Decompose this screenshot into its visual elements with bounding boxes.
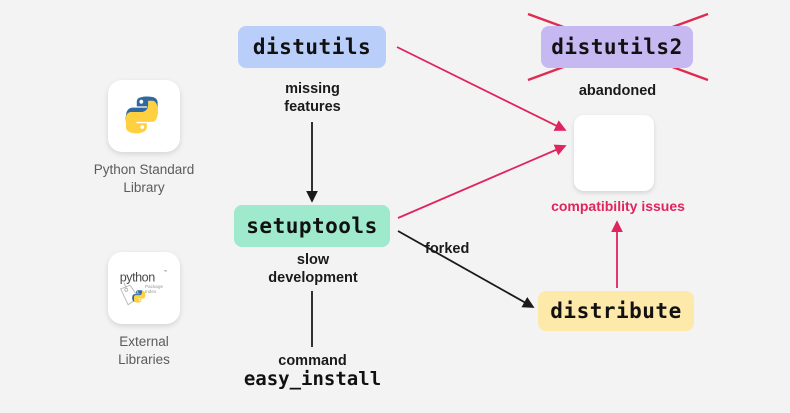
node-blank-placeholder[interactable]	[574, 115, 654, 191]
sidebar-item-label-external-libraries: External Libraries	[118, 334, 170, 367]
svg-text:™: ™	[163, 269, 167, 274]
sidebar-item-python-standard-library[interactable]: Python Standard Library	[64, 80, 224, 196]
label-easy-install: easy_install	[243, 368, 382, 390]
label-abandoned: abandoned	[578, 83, 657, 99]
svg-text:Index: Index	[145, 289, 157, 294]
label-compatibility-issues: compatibility issues	[551, 198, 685, 214]
label-slow-development: slow development	[268, 252, 358, 287]
node-distutils2[interactable]: distutils2	[541, 26, 693, 68]
pypi-logo-card: python ™ Package Index	[108, 252, 180, 324]
label-command: command	[278, 353, 347, 369]
svg-text:python: python	[120, 270, 155, 284]
label-forked: forked	[425, 241, 470, 257]
node-distribute[interactable]: distribute	[538, 291, 694, 331]
python-logo-icon	[125, 96, 159, 134]
edge-distutils-to-blank	[396, 46, 567, 131]
label-missing-features: missing features	[284, 81, 341, 116]
node-setuptools[interactable]: setuptools	[234, 205, 390, 247]
sidebar-item-label-python-standard-library: Python Standard Library	[93, 162, 195, 195]
python-logo-card	[108, 80, 180, 152]
svg-text:Package: Package	[145, 284, 164, 289]
node-distutils[interactable]: distutils	[238, 26, 386, 68]
pypi-logo-icon: python ™ Package Index	[120, 269, 167, 306]
sidebar-item-external-libraries[interactable]: python ™ Package Index External Librarie…	[64, 252, 224, 368]
